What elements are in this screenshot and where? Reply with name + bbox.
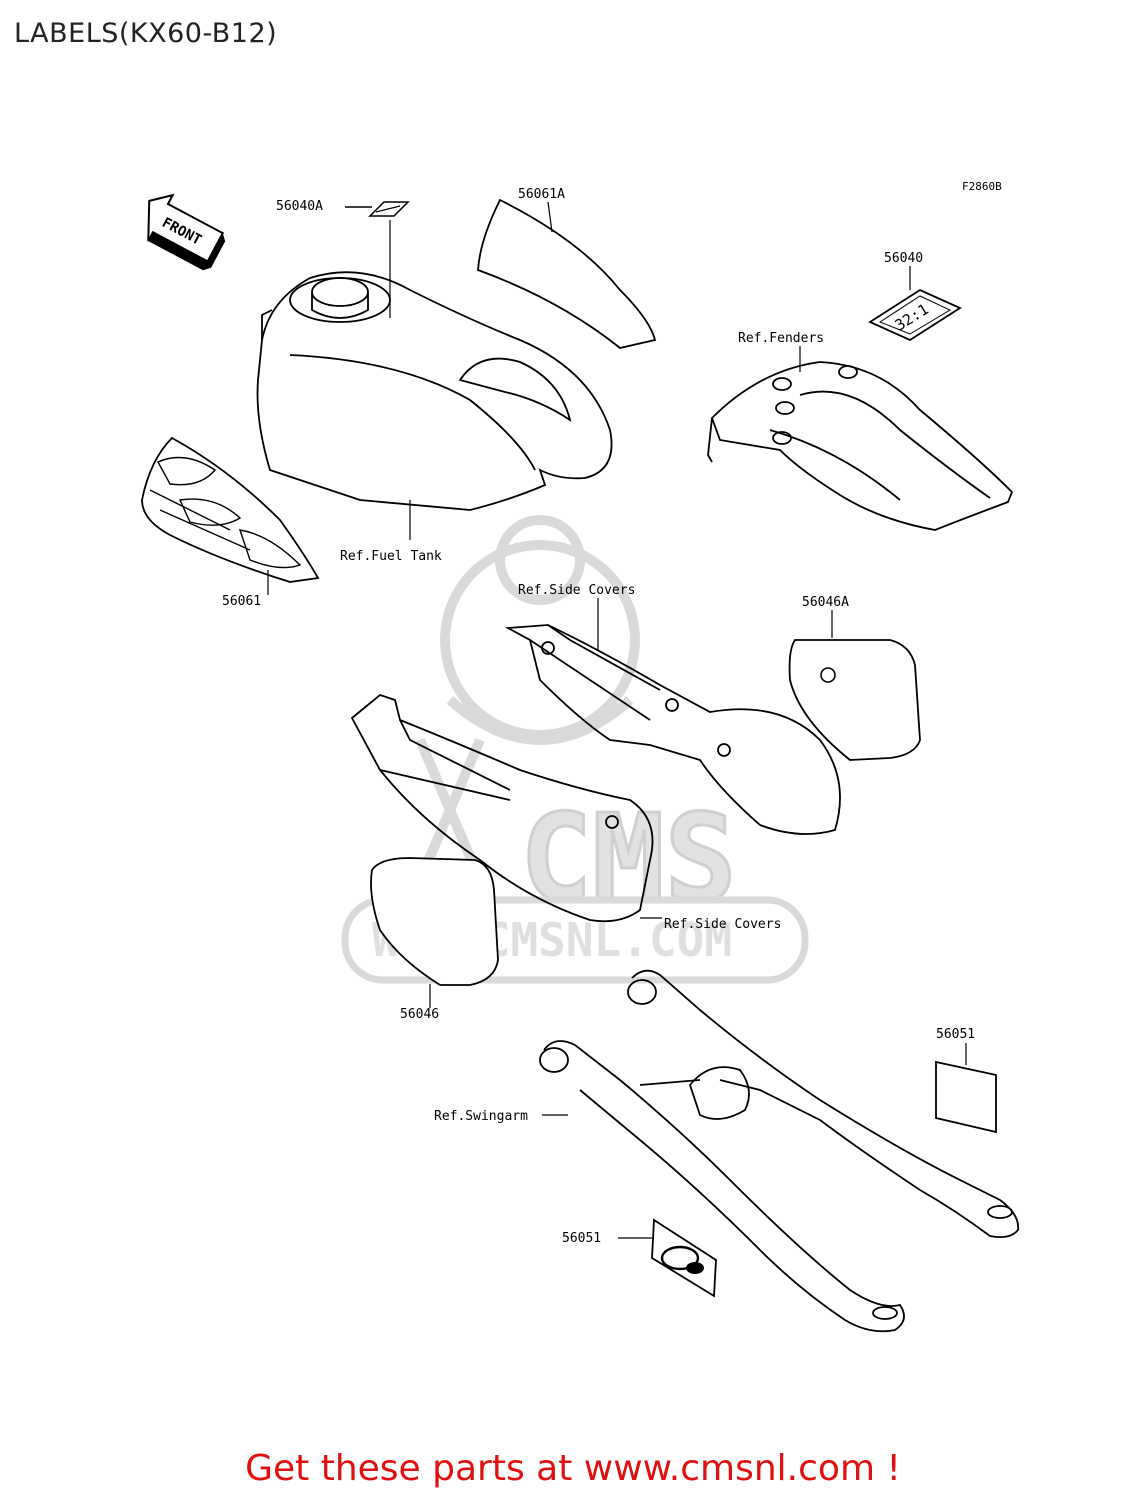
part-56046a-decal	[788, 639, 921, 761]
ref-label-fuel-tank: Ref.Fuel Tank	[340, 549, 442, 564]
ref-label-side-covers-upper: Ref.Side Covers	[518, 583, 635, 598]
ref-label-side-covers-lower: Ref.Side Covers	[664, 917, 781, 932]
part-label-56040a: 56040A	[276, 199, 323, 214]
part-label-56051-upper: 56051	[936, 1027, 975, 1042]
part-label-56051-lower: 56051	[562, 1231, 601, 1246]
part-56040-decal: 32:1	[868, 288, 962, 342]
part-56046-decal	[370, 857, 499, 986]
part-label-56061a: 56061A	[518, 187, 565, 202]
watermark-url-bar	[341, 896, 809, 984]
ref-label-swingarm: Ref.Swingarm	[434, 1109, 528, 1124]
kx-graphic-icon	[149, 456, 302, 569]
fuel-tank-outline	[256, 271, 613, 511]
watermark-logo-text: CMS	[520, 790, 737, 929]
watermark	[415, 515, 640, 882]
side-cover-upper-outline	[504, 624, 841, 835]
figure-code: F2860B	[962, 180, 1002, 193]
front-arrow-icon: FRONT	[147, 193, 226, 271]
part-label-56061: 56061	[222, 594, 261, 609]
parts-diagram: CMS WWW.CMSNL.COM FRONT F2860B 56040A Re…	[141, 180, 1020, 1333]
part-56051-lower-decal	[651, 1218, 717, 1298]
part-label-56046: 56046	[400, 1007, 439, 1022]
part-label-56046a: 56046A	[802, 595, 849, 610]
part-label-56040: 56040	[884, 251, 923, 266]
part-56061a-decal	[477, 198, 657, 349]
page-title: LABELS(KX60-B12)	[14, 18, 278, 49]
ref-label-fenders: Ref.Fenders	[738, 331, 824, 346]
swingarm-outline	[539, 969, 1020, 1333]
footer-promo-link[interactable]: Get these parts at www.cmsnl.com !	[245, 1448, 901, 1489]
side-cover-lower-outline	[350, 693, 654, 923]
rear-fender-outline	[707, 361, 1014, 531]
part-56051-upper-decal	[935, 1060, 997, 1134]
